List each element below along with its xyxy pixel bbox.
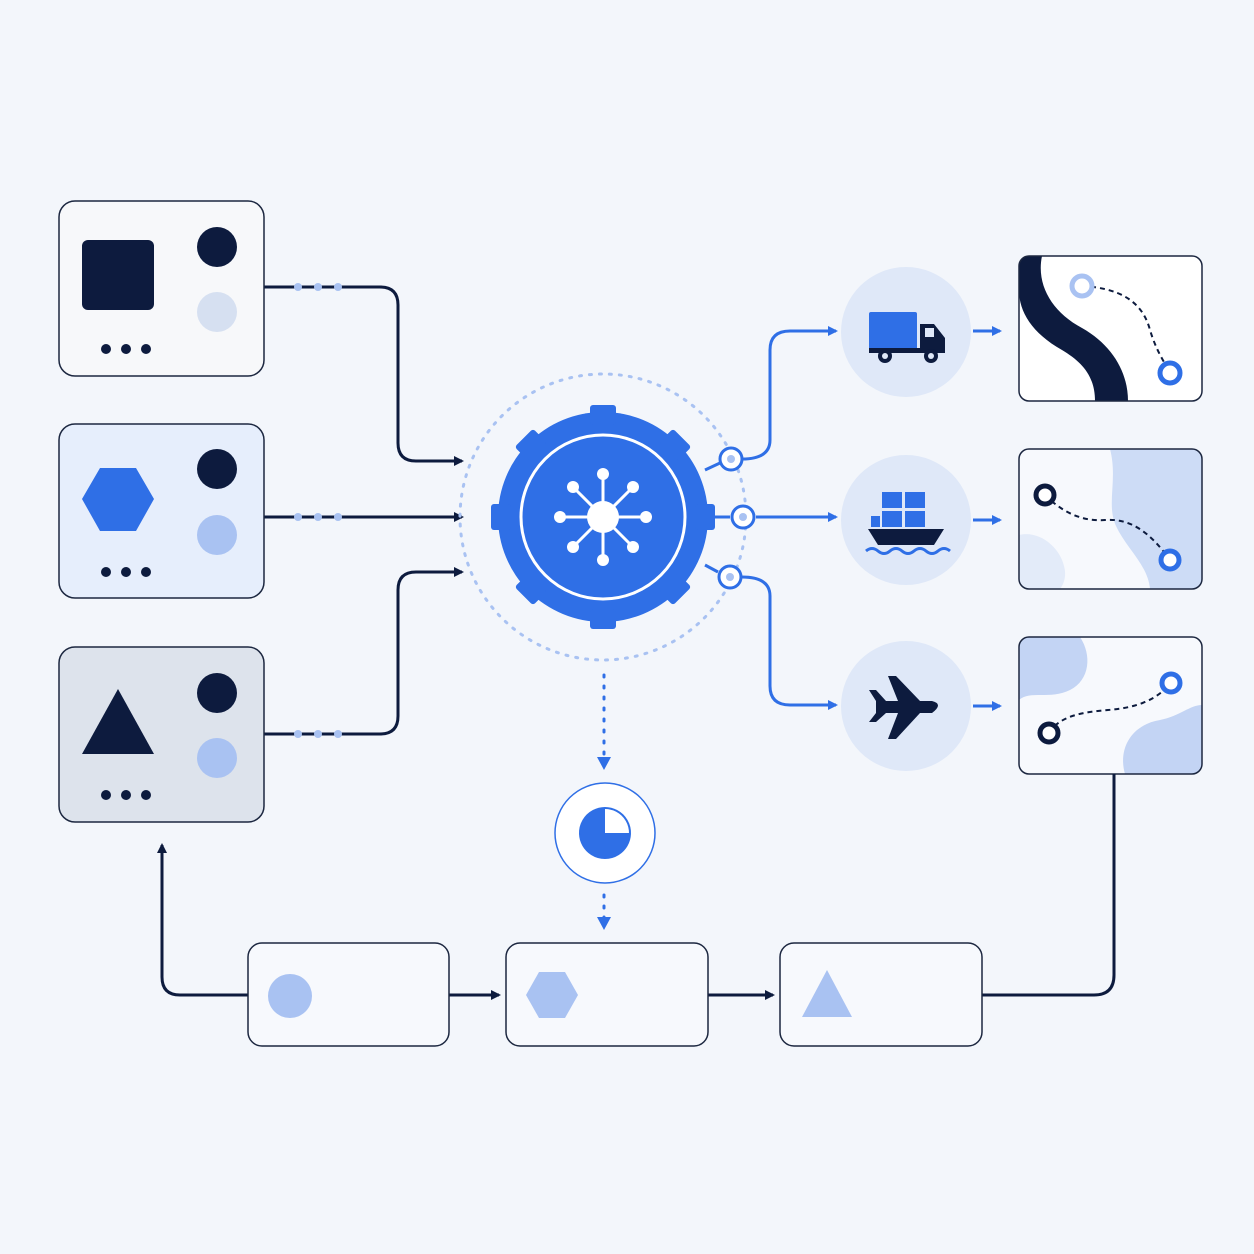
input-card-square[interactable] (58, 200, 265, 377)
route-path (1081, 285, 1171, 373)
more-dots-icon[interactable] (101, 344, 151, 354)
route-map-1[interactable] (1018, 255, 1203, 402)
status-dot-light (197, 738, 237, 778)
connector-hub-to-truck (704, 461, 721, 472)
cargo-ship-icon (865, 492, 951, 555)
route-end-pin (1158, 548, 1182, 572)
circle-icon (268, 974, 312, 1018)
transport-truck[interactable] (841, 267, 971, 397)
route-start-pin (1033, 483, 1057, 507)
input-connectors (264, 285, 464, 736)
status-dot-light (197, 292, 237, 332)
connector-map-to-pipeline (982, 774, 1116, 997)
status-dot-dark (197, 227, 237, 267)
route-start-pin (1069, 273, 1095, 299)
pipeline-stage-hexagon[interactable] (505, 942, 709, 1047)
pipeline-stage-triangle[interactable] (779, 942, 983, 1047)
status-dot-dark (197, 449, 237, 489)
connector-pipeline-to-inputs (157, 843, 248, 997)
map-connectors (973, 326, 1002, 711)
route-map-3[interactable] (1018, 636, 1203, 775)
connector-beads (294, 283, 342, 738)
pipeline-stage-circle[interactable] (247, 942, 450, 1047)
transport-ship[interactable] (841, 455, 971, 585)
route-end-pin (1159, 671, 1183, 695)
triangle-icon (82, 689, 154, 754)
truck-icon (869, 312, 945, 363)
route-path (1044, 494, 1171, 561)
more-dots-icon[interactable] (101, 567, 151, 577)
progress-indicator[interactable] (554, 782, 656, 884)
output-ports[interactable] (717, 446, 756, 590)
input-card-triangle[interactable] (58, 646, 265, 823)
central-hub[interactable] (458, 372, 748, 662)
network-hub-icon (554, 468, 652, 566)
pipeline-connectors (157, 774, 1116, 1000)
status-dot-light (197, 515, 237, 555)
status-dot-dark (197, 673, 237, 713)
route-path (1048, 682, 1171, 734)
route-end-pin (1157, 360, 1183, 386)
square-icon (82, 240, 154, 310)
output-connectors (704, 326, 838, 710)
hexagon-icon (526, 972, 578, 1018)
triangle-icon (802, 970, 852, 1017)
route-map-2[interactable] (1018, 448, 1203, 590)
connector-hub-to-plane (704, 563, 719, 574)
gear-teeth (491, 405, 715, 629)
airplane-icon (869, 676, 938, 739)
connector-square-to-hub (264, 285, 464, 466)
hexagon-icon (82, 468, 154, 531)
pie-progress-icon (579, 807, 631, 859)
route-start-pin (1037, 721, 1061, 745)
input-card-hexagon[interactable] (58, 423, 265, 599)
more-dots-icon[interactable] (101, 790, 151, 800)
connector-triangle-to-hub (264, 567, 464, 736)
transport-plane[interactable] (841, 641, 971, 771)
